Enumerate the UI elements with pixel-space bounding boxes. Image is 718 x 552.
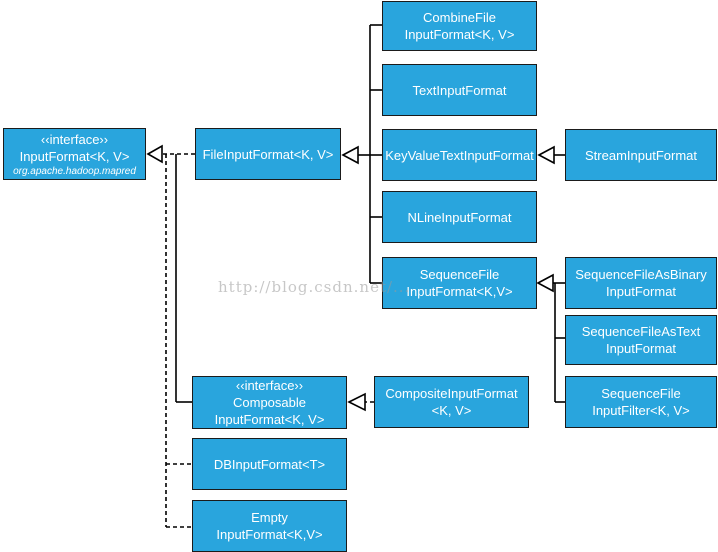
- class-name-line1: CompositeInputFormat: [385, 386, 518, 401]
- arrowhead-composable: [347, 392, 366, 412]
- class-name-line1: CombineFile: [423, 10, 496, 25]
- class-name-line1: SequenceFileAsText: [581, 324, 701, 339]
- class-name-line2: InputFormat: [605, 341, 677, 356]
- node-fileinputformat: FileInputFormat<K, V>: [195, 128, 341, 180]
- class-name-line2: InputFormat<K, V>: [214, 412, 325, 427]
- node-nlineinputformat: NLineInputFormat: [382, 191, 537, 243]
- class-name-line1: Empty: [251, 510, 288, 525]
- class-name-line1: Composable: [233, 395, 306, 410]
- class-name-line2: InputFormat<K,V>: [216, 527, 323, 542]
- class-name-line1: SequenceFile: [601, 386, 681, 401]
- node-empty-inputformat: Empty InputFormat<K,V>: [192, 500, 347, 552]
- arrowhead-fileinputformat: [341, 145, 359, 165]
- class-name-line2: InputFormat: [605, 284, 677, 299]
- stereotype-label: ‹‹interface››: [40, 131, 109, 147]
- node-inputformat-interface: ‹‹interface›› InputFormat<K, V> org.apac…: [3, 128, 146, 180]
- node-textinputformat: TextInputFormat: [382, 64, 537, 116]
- arrowhead-inputformat: [146, 144, 163, 164]
- package-name: org.apache.hadoop.mapred: [13, 165, 136, 177]
- arrowhead-keyvalue: [537, 145, 555, 165]
- arrowhead-sequencefile: [536, 273, 554, 293]
- class-name-line1: SequenceFileAsBinary: [575, 267, 707, 282]
- node-dbinputformat: DBInputFormat<T>: [192, 438, 347, 490]
- node-sequencefile-inputformat: SequenceFile InputFormat<K,V>: [382, 257, 537, 309]
- class-name: TextInputFormat: [412, 82, 507, 98]
- class-name: NLineInputFormat: [407, 209, 512, 225]
- node-sequencefileasbinary-inputformat: SequenceFileAsBinary InputFormat: [565, 257, 717, 309]
- node-compositeinputformat: CompositeInputFormat <K, V>: [374, 376, 529, 428]
- class-name-line2: InputFilter<K, V>: [592, 403, 690, 418]
- class-name: InputFormat<K, V>: [19, 148, 130, 164]
- class-name: DBInputFormat<T>: [213, 456, 326, 472]
- watermark-text: http://blog.csdn.net/...: [218, 278, 411, 296]
- class-name-line2: InputFormat<K,V>: [406, 284, 513, 299]
- node-streaminputformat: StreamInputFormat: [565, 129, 717, 181]
- class-name-line1: SequenceFile: [419, 267, 500, 282]
- node-keyvaluetextinputformat: KeyValueTextInputFormat: [382, 129, 537, 181]
- stereotype-label: ‹‹interface››: [235, 378, 304, 393]
- class-name: StreamInputFormat: [585, 147, 697, 163]
- class-name-line2: <K, V>: [431, 403, 472, 418]
- node-composable-inputformat-interface: ‹‹interface›› Composable InputFormat<K, …: [192, 376, 347, 429]
- node-sequencefileastext-inputformat: SequenceFileAsText InputFormat: [565, 315, 717, 365]
- node-combinefile-inputformat: CombineFile InputFormat<K, V>: [382, 1, 537, 51]
- class-name: FileInputFormat<K, V>: [202, 146, 334, 162]
- class-name: KeyValueTextInputFormat: [385, 147, 534, 163]
- node-sequencefile-inputfilter: SequenceFile InputFilter<K, V>: [565, 376, 717, 428]
- class-name-line2: InputFormat<K, V>: [404, 27, 515, 42]
